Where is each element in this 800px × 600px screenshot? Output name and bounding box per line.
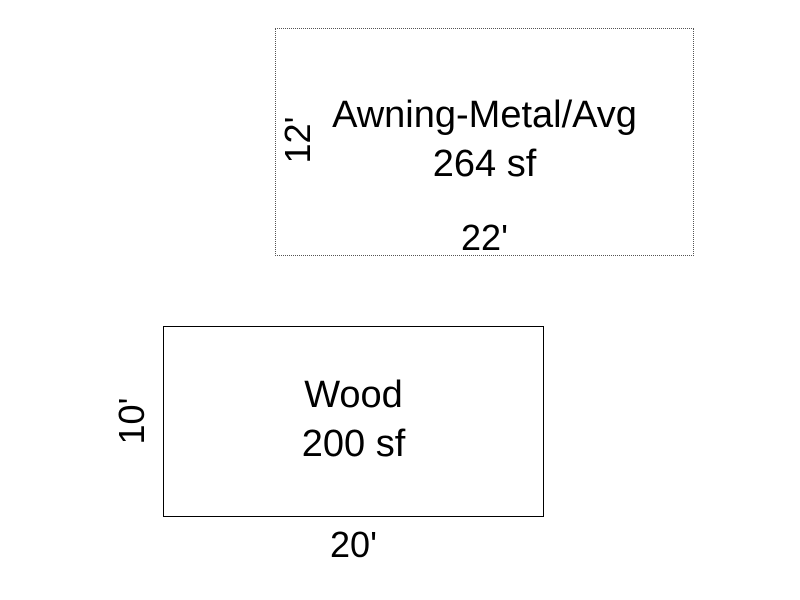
wood-width-dimension: 20' (330, 524, 377, 565)
awning-area-outline[interactable] (275, 28, 694, 256)
awning-height-dimension: 12' (277, 116, 318, 164)
wood-area-outline[interactable] (163, 326, 544, 517)
wood-area-size: 200 sf (301, 423, 406, 465)
awning-area-name: Awning-Metal/Avg (332, 94, 637, 136)
awning-width-dimension: 22' (461, 217, 508, 258)
wood-area-name: Wood (304, 374, 403, 416)
awning-area-size: 264 sf (432, 143, 537, 185)
wood-height-dimension: 10' (111, 397, 152, 445)
